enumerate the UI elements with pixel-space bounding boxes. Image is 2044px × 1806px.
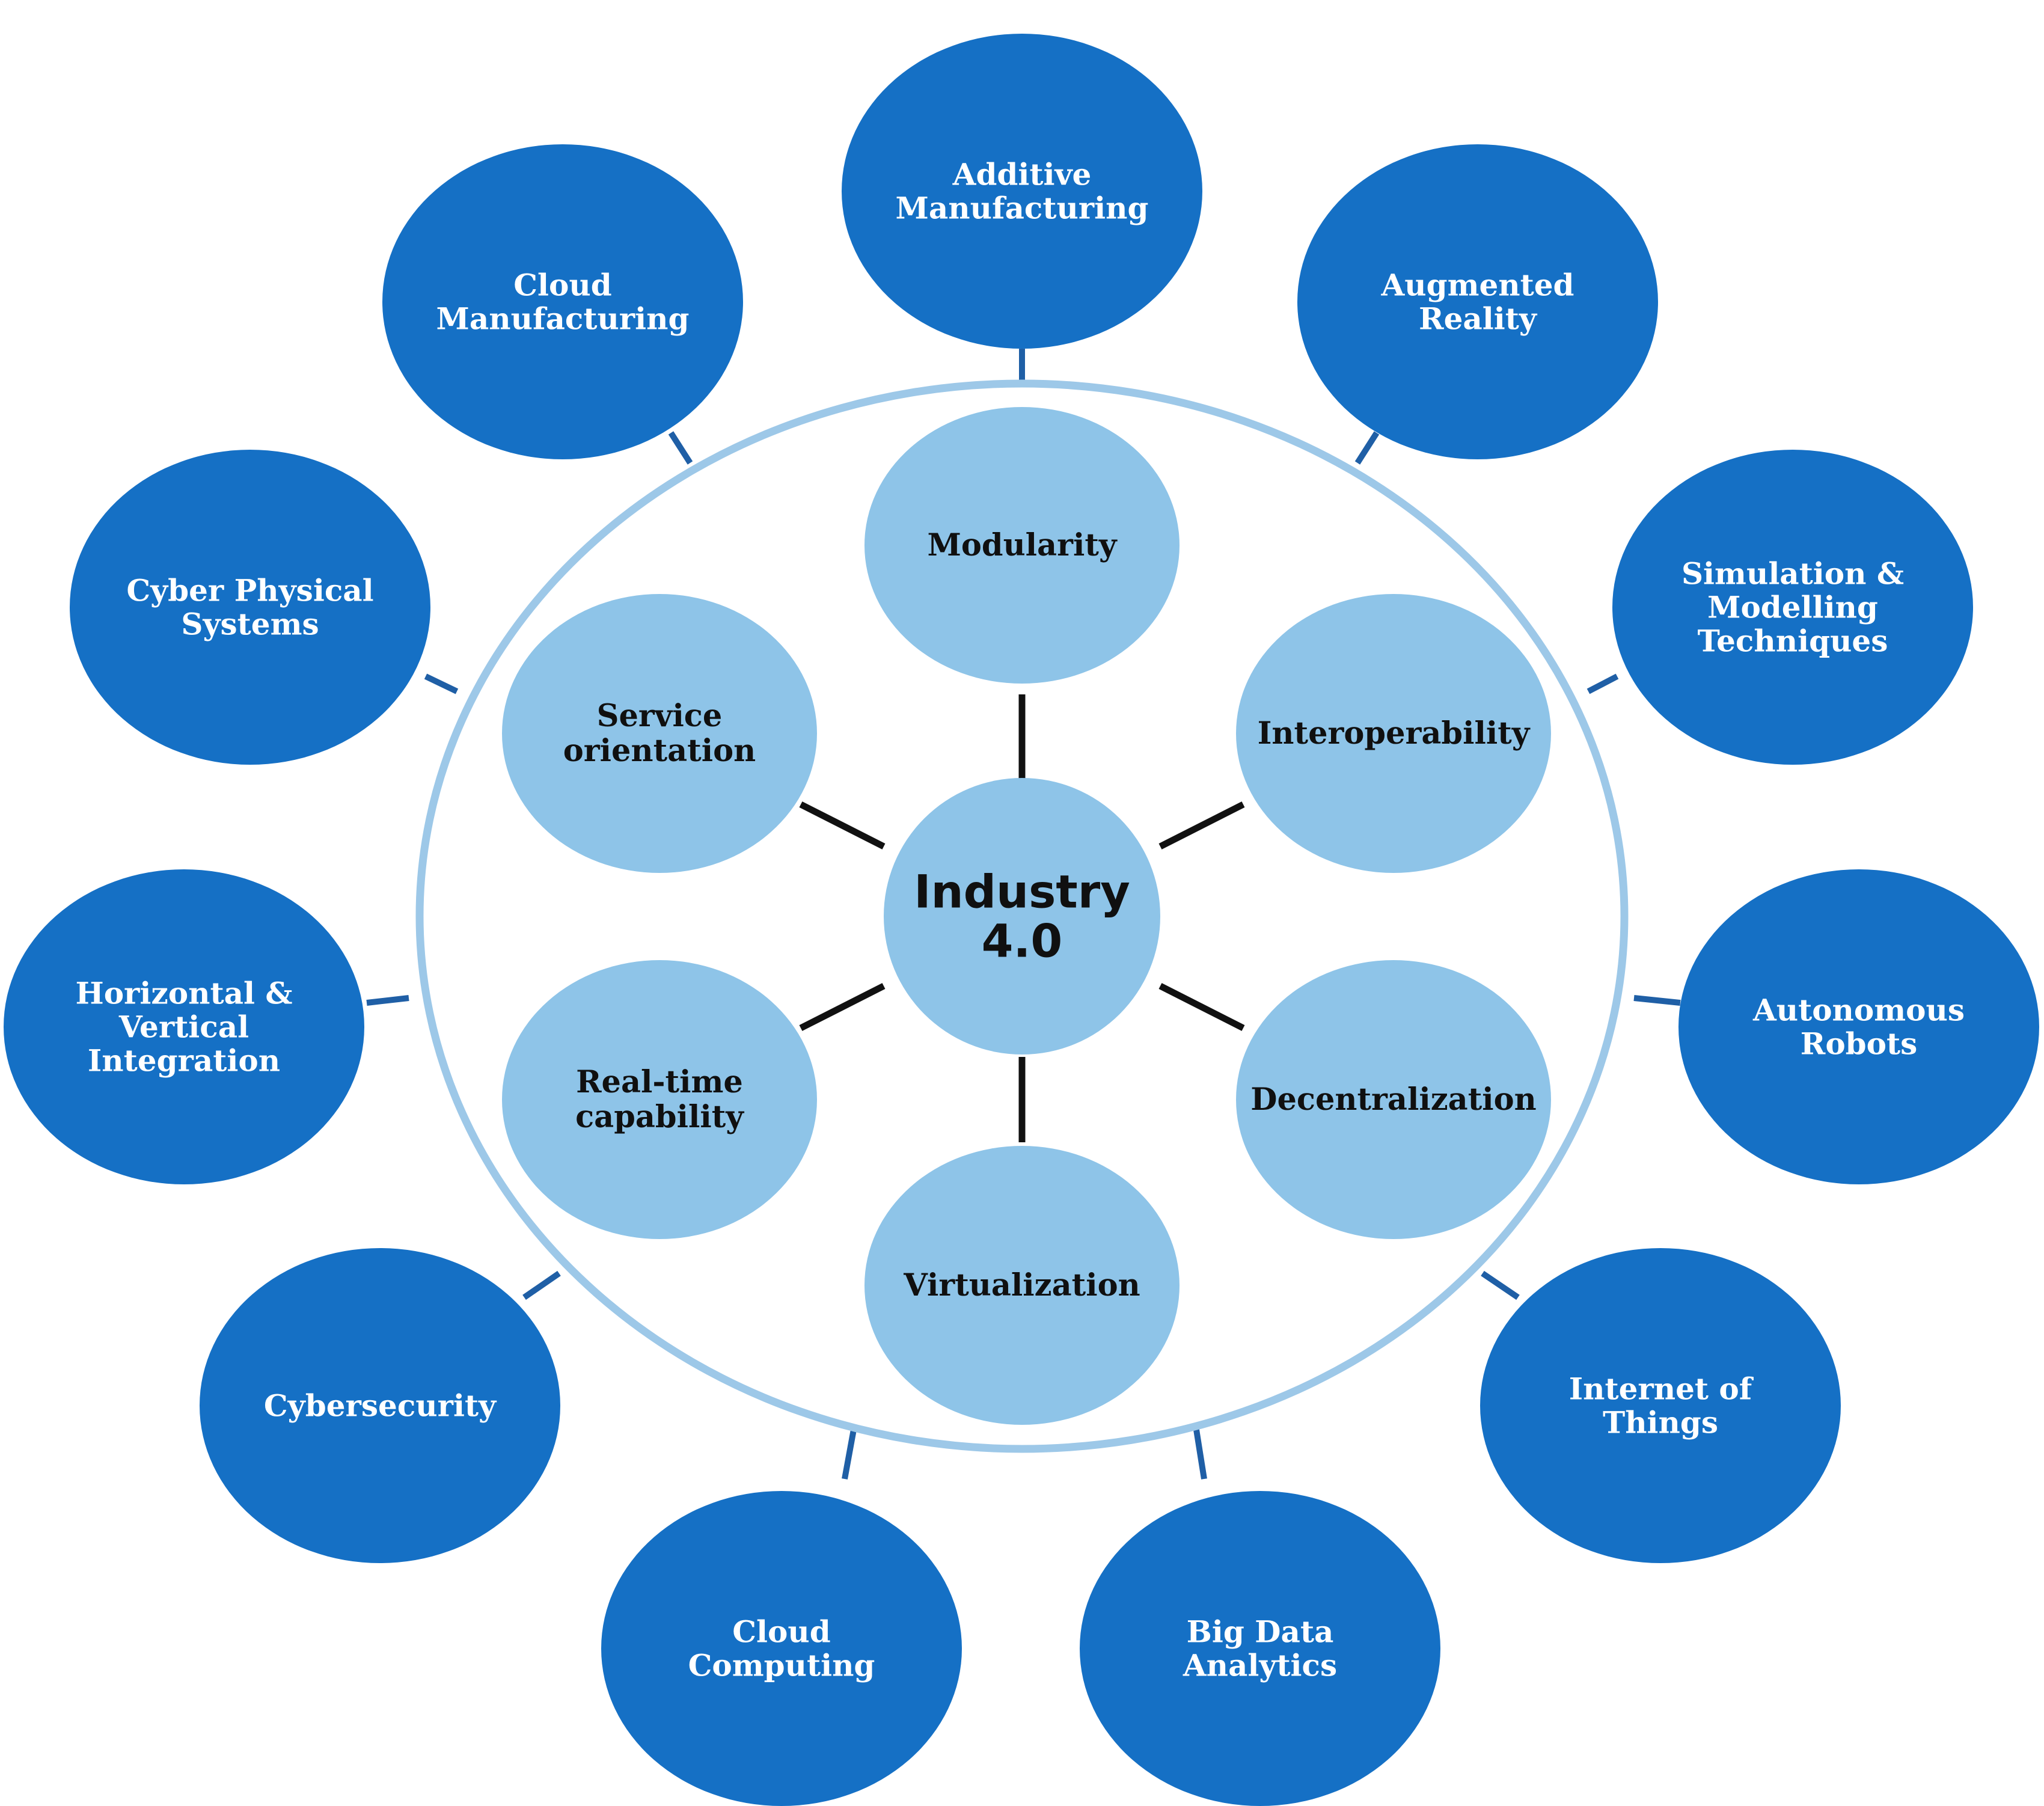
principle-circle bbox=[864, 407, 1180, 684]
technology-label: Cybersecurity bbox=[264, 1388, 497, 1424]
principle-circle bbox=[1236, 960, 1551, 1239]
principle-label: orientation bbox=[563, 733, 756, 769]
principle-node-modularity: Modularity bbox=[864, 407, 1180, 684]
technology-label: Things bbox=[1603, 1405, 1718, 1440]
outer-connector-big-data-analytics bbox=[1193, 1429, 1207, 1480]
outer-connector-cloud-manufacturing bbox=[668, 431, 693, 465]
outer-connector-internet-of-things bbox=[1481, 1270, 1520, 1300]
technology-label: Big Data bbox=[1187, 1614, 1334, 1650]
principle-node-interoperability: Interoperability bbox=[1236, 594, 1551, 873]
technology-circle bbox=[200, 1248, 560, 1563]
inner-connector-real-time-capability bbox=[799, 983, 886, 1031]
outer-connector-horizontal-vertical-integration bbox=[366, 995, 409, 1006]
principle-circle bbox=[502, 960, 817, 1239]
technology-circle bbox=[70, 450, 430, 765]
technology-label: Cyber Physical bbox=[126, 573, 373, 608]
principle-label: Modularity bbox=[927, 527, 1117, 563]
technology-circle bbox=[1480, 1248, 1841, 1563]
inner-connectors bbox=[799, 694, 1245, 1142]
technology-circle bbox=[842, 34, 1202, 349]
principle-node-virtualization: Virtualization bbox=[864, 1146, 1180, 1425]
technology-circle bbox=[1080, 1491, 1440, 1806]
outer-connector-cybersecurity bbox=[522, 1270, 561, 1300]
technologies-group: AdditiveManufacturingAugmentedRealitySim… bbox=[4, 34, 2039, 1806]
principle-label: Service bbox=[597, 698, 723, 734]
principle-label: Real-time bbox=[576, 1064, 743, 1100]
technology-circle bbox=[1297, 144, 1658, 459]
technology-circle bbox=[1612, 450, 1973, 765]
design-principles-group: ModularityInteroperabilityDecentralizati… bbox=[502, 407, 1551, 1425]
technology-label: Modelling bbox=[1707, 590, 1878, 625]
inner-connector-decentralization bbox=[1158, 983, 1245, 1031]
technology-circle bbox=[1678, 869, 2039, 1184]
technology-label: Manufacturing bbox=[896, 191, 1149, 226]
technology-label: Horizontal & bbox=[75, 976, 292, 1011]
technology-label: Analytics bbox=[1183, 1648, 1337, 1683]
technology-circle bbox=[601, 1491, 962, 1806]
outer-connector-simulation-modelling bbox=[1587, 673, 1619, 694]
hub-label: 4.0 bbox=[982, 914, 1063, 968]
technology-label: Simulation & bbox=[1681, 556, 1904, 592]
technology-label: Integration bbox=[88, 1043, 280, 1079]
technology-label: Reality bbox=[1419, 301, 1538, 337]
technology-label: Robots bbox=[1801, 1026, 1917, 1062]
technology-label: Cloud bbox=[732, 1614, 830, 1650]
outer-connector-cyber-physical-systems bbox=[424, 673, 459, 694]
technology-circle bbox=[4, 869, 364, 1184]
principle-circle bbox=[864, 1146, 1180, 1425]
principle-circle bbox=[502, 594, 817, 873]
enclosing-ring bbox=[415, 379, 1629, 1453]
outer-connector-cloud-computing bbox=[842, 1429, 857, 1480]
technology-label: Cloud bbox=[513, 268, 611, 303]
principle-label: Interoperability bbox=[1258, 715, 1531, 751]
technology-node-cybersecurity: Cybersecurity bbox=[200, 1248, 560, 1563]
outer-connectors bbox=[366, 349, 1681, 1480]
inner-connector-interoperability bbox=[1158, 801, 1245, 849]
technology-label: Autonomous bbox=[1752, 993, 1965, 1028]
principle-circle bbox=[1236, 594, 1551, 873]
technology-label: Vertical bbox=[118, 1009, 249, 1045]
outer-connector-autonomous-robots bbox=[1633, 995, 1681, 1006]
technology-label: Augmented bbox=[1380, 268, 1574, 303]
technology-label: Manufacturing bbox=[436, 301, 690, 337]
technology-label: Computing bbox=[688, 1648, 875, 1683]
inner-connector-service-orientation bbox=[799, 801, 886, 849]
hub-label: Industry bbox=[914, 865, 1130, 919]
technology-label: Additive bbox=[952, 157, 1092, 192]
technology-circle bbox=[382, 144, 743, 459]
principle-label: Virtualization bbox=[903, 1267, 1140, 1303]
principle-label: Decentralization bbox=[1250, 1082, 1537, 1118]
outer-connector-augmented-reality bbox=[1354, 431, 1380, 465]
principle-node-decentralization: Decentralization bbox=[1236, 960, 1551, 1239]
principle-label: capability bbox=[575, 1099, 744, 1135]
technology-label: Systems bbox=[181, 607, 319, 642]
technology-label: Internet of bbox=[1569, 1371, 1754, 1407]
technology-label: Techniques bbox=[1698, 623, 1888, 659]
hub-circle bbox=[884, 778, 1160, 1055]
